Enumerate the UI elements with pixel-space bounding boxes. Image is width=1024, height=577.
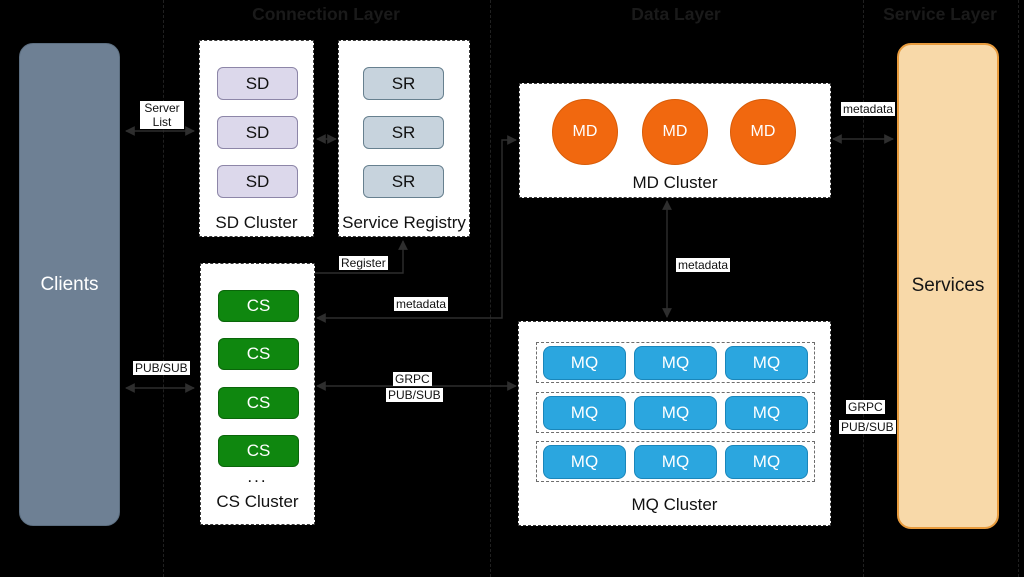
layer-separator	[163, 0, 164, 577]
cs-cluster: CS CS CS CS ... CS Cluster	[200, 263, 315, 525]
server-list-label: Server List	[140, 101, 184, 129]
sr-node: SR	[363, 165, 444, 198]
services-box: Services	[897, 43, 999, 529]
mq-cluster-title: MQ Cluster	[631, 495, 718, 514]
sd-cluster-title: SD Cluster	[215, 213, 298, 232]
md-cluster-title: MD Cluster	[632, 173, 718, 192]
cs-cluster-ellipsis: ...	[247, 467, 268, 486]
cs-node: CS	[218, 290, 299, 322]
mq-node: MQ	[543, 445, 626, 479]
sr-node: SR	[363, 116, 444, 149]
mq-group: MQ MQ MQ	[536, 441, 815, 482]
sd-node: SD	[217, 165, 298, 198]
mq-node: MQ	[634, 396, 717, 430]
sd-node: SD	[217, 116, 298, 149]
register-label: Register	[339, 256, 388, 270]
sr-node: SR	[363, 67, 444, 100]
services-label: Services	[911, 275, 985, 296]
layer-title-service: Service Layer	[883, 4, 997, 24]
grpc-mq-services-label: GRPC	[846, 400, 885, 414]
layer-separator	[1018, 0, 1019, 577]
metadata-cs-md-label: metadata	[394, 297, 449, 311]
mq-node: MQ	[725, 445, 808, 479]
metadata-md-mq-label: metadata	[676, 258, 731, 272]
sd-cluster: SD SD SD SD Cluster	[199, 40, 314, 237]
pubsub-mq-services-label: PUB/SUB	[839, 420, 896, 434]
grpc-cs-mq-label: GRPC	[393, 372, 432, 386]
layer-separator	[490, 0, 491, 577]
mq-node: MQ	[543, 346, 626, 380]
cs-node: CS	[218, 387, 299, 419]
sd-node: SD	[217, 67, 298, 100]
cs-cluster-title: CS Cluster	[216, 492, 299, 511]
layer-title-connection: Connection Layer	[252, 4, 400, 24]
mq-group: MQ MQ MQ	[536, 342, 815, 383]
pubsub-clients-cs-label: PUB/SUB	[133, 361, 190, 375]
mq-node: MQ	[543, 396, 626, 430]
md-cluster: MD MD MD MD Cluster	[519, 83, 831, 198]
cs-node: CS	[218, 435, 299, 467]
md-node: MD	[730, 99, 796, 165]
md-node: MD	[552, 99, 618, 165]
mq-node: MQ	[634, 445, 717, 479]
mq-node: MQ	[634, 346, 717, 380]
layer-title-data: Data Layer	[631, 4, 721, 24]
clients-box: Clients	[19, 43, 120, 526]
pubsub-cs-mq-label: PUB/SUB	[386, 388, 443, 402]
md-node: MD	[642, 99, 708, 165]
server-list-line2: List	[152, 115, 172, 129]
mq-group: MQ MQ MQ	[536, 392, 815, 433]
service-registry-cluster: SR SR SR Service Registry	[338, 40, 470, 237]
clients-label: Clients	[40, 273, 99, 295]
cs-node: CS	[218, 338, 299, 370]
mq-node: MQ	[725, 346, 808, 380]
layer-separator	[863, 0, 864, 577]
mq-node: MQ	[725, 396, 808, 430]
mq-cluster: MQ MQ MQ MQ MQ MQ MQ MQ MQ MQ Cluster	[518, 321, 831, 526]
service-registry-title: Service Registry	[342, 213, 466, 232]
metadata-md-services-label: metadata	[841, 102, 896, 116]
server-list-line1: Server	[144, 101, 180, 115]
